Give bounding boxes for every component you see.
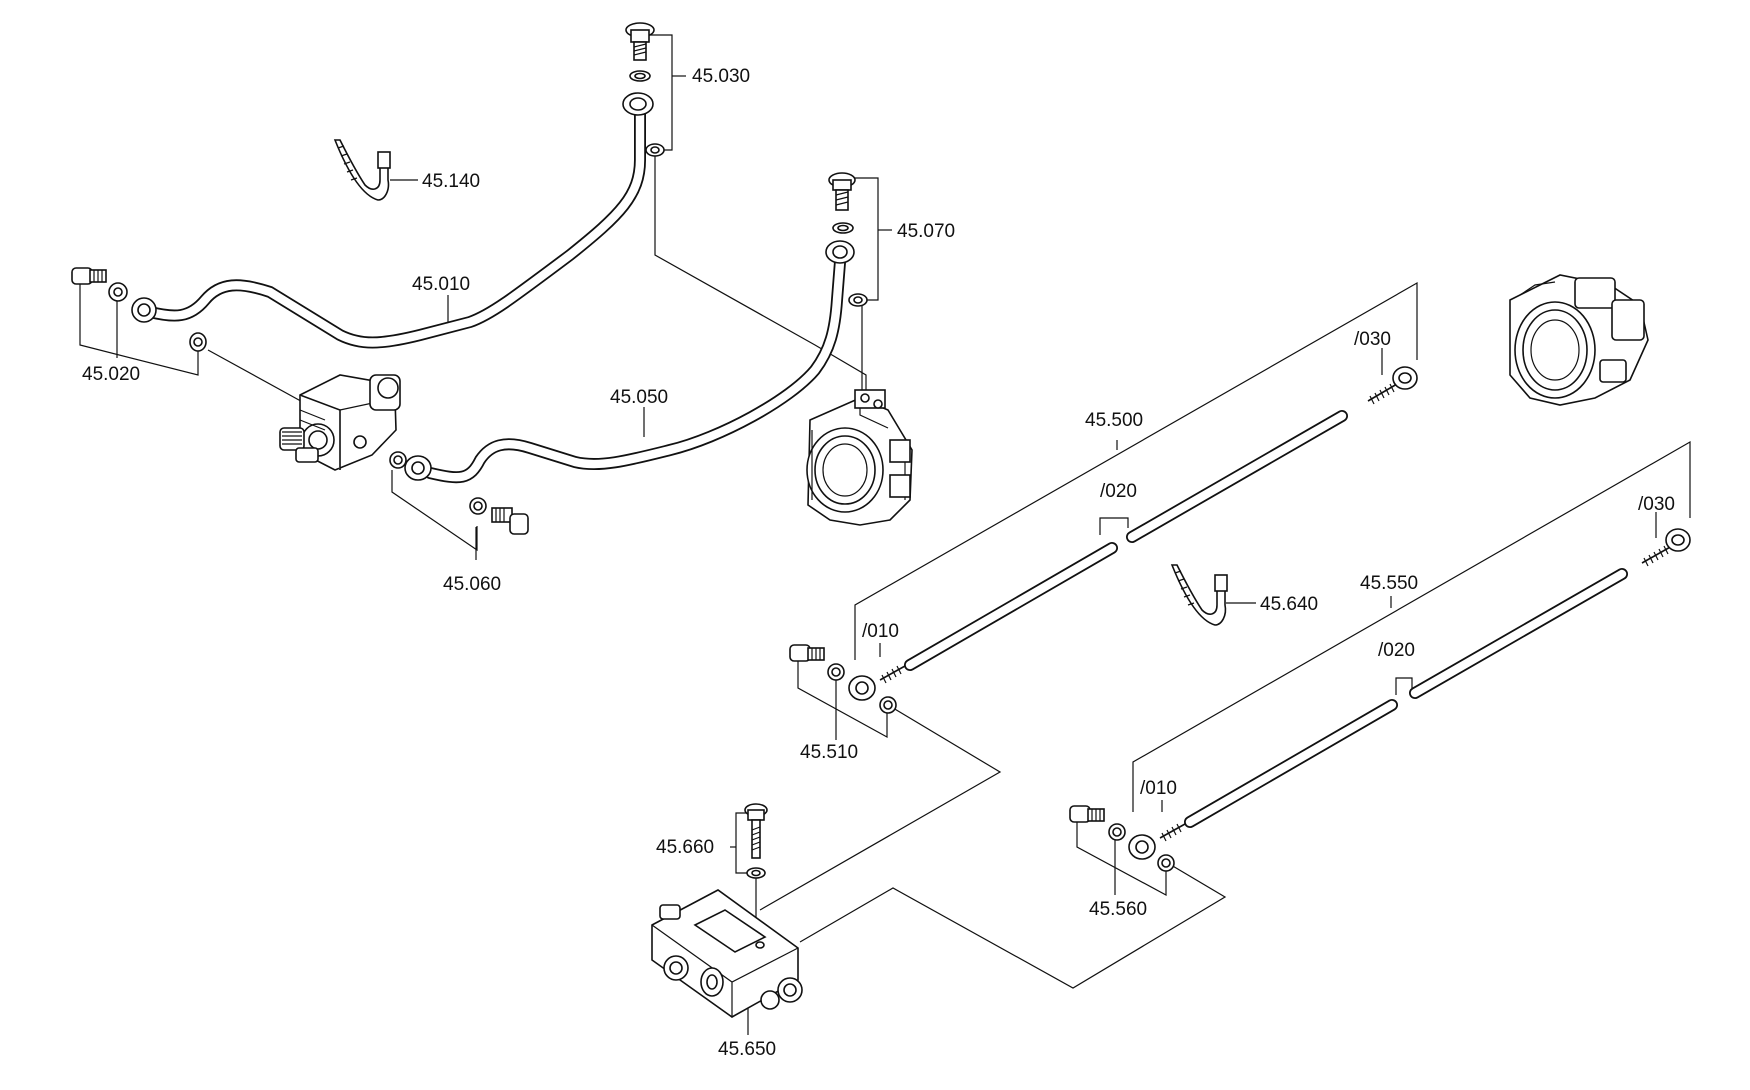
label-45-560: 45.560 — [1089, 899, 1147, 920]
callout-labels: 45.030 45.140 45.070 45.010 45.020 45.05… — [82, 66, 1675, 1060]
label-45-550-030: /030 — [1638, 494, 1675, 515]
label-45-500-020: /020 — [1100, 481, 1137, 502]
label-45-550-010: /010 — [1140, 778, 1177, 799]
label-45-650: 45.650 — [718, 1039, 776, 1060]
pump-housing-right — [1509, 274, 1649, 406]
label-45-140: 45.140 — [422, 171, 480, 192]
cable-tie-45-140 — [333, 139, 391, 201]
pump-housing-center — [806, 389, 913, 526]
threaded-fitting-45-550-030 — [1641, 528, 1691, 567]
label-45-640: 45.640 — [1260, 594, 1318, 615]
guide-lines — [79, 34, 1691, 1035]
label-45-500-010: /010 — [862, 621, 899, 642]
pipe-45-010 — [144, 102, 646, 349]
label-45-070: 45.070 — [897, 221, 955, 242]
fitting-45-560 — [1069, 805, 1175, 872]
label-45-510: 45.510 — [800, 742, 858, 763]
threaded-fitting-45-550-010 — [1159, 823, 1186, 842]
fitting-45-060 — [389, 451, 529, 535]
label-45-660: 45.660 — [656, 837, 714, 858]
banjo-bolt-45-070 — [825, 172, 868, 307]
banjo-bolt-45-030 — [622, 22, 665, 157]
hose-45-500 — [879, 366, 1418, 684]
cable-tie-45-640 — [1170, 564, 1228, 626]
fitting-45-510 — [789, 644, 897, 714]
label-45-500: 45.500 — [1085, 410, 1143, 431]
threaded-fitting-45-500-010 — [879, 665, 906, 684]
label-45-550-020: /020 — [1378, 640, 1415, 661]
label-45-060: 45.060 — [443, 574, 501, 595]
fitting-45-020 — [71, 267, 207, 352]
threaded-fitting-45-500-030 — [1367, 366, 1418, 405]
hose-45-550 — [1159, 528, 1691, 842]
label-45-050: 45.050 — [610, 387, 668, 408]
label-45-500-030: /030 — [1354, 329, 1391, 350]
label-45-020: 45.020 — [82, 364, 140, 385]
label-45-010: 45.010 — [412, 274, 470, 295]
bolt-45-660 — [744, 803, 768, 940]
pipe-45-050 — [424, 256, 846, 484]
label-45-550: 45.550 — [1360, 573, 1418, 594]
label-45-030: 45.030 — [692, 66, 750, 87]
valve-block-45-650 — [651, 889, 803, 1018]
valve-body — [279, 374, 401, 471]
